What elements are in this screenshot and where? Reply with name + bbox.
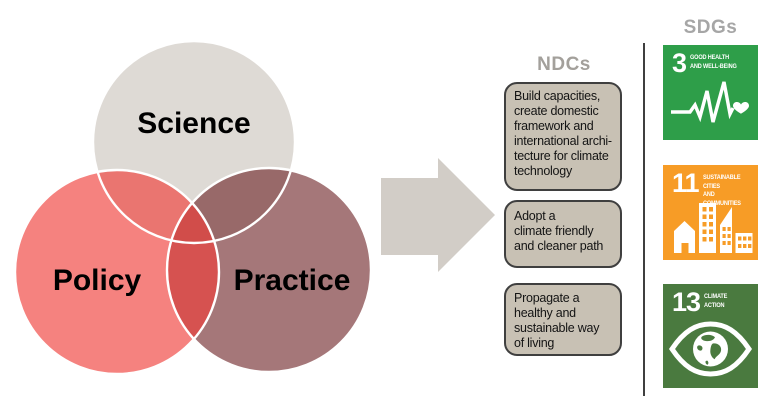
eye-globe-icon [668, 321, 753, 377]
venn-circle-science-outline [91, 39, 297, 245]
venn-label-policy: Policy [53, 264, 142, 297]
venn-diagram: Science Policy Practice [13, 39, 373, 376]
heartbeat-heart-icon [671, 81, 749, 123]
sdg-label: GOOD HEALTH AND WELL-BEING [690, 54, 737, 70]
sdg-number: 11 [672, 168, 700, 198]
ndcs-title: NDCs [537, 54, 591, 75]
venn-circle-practice [167, 168, 371, 372]
sdg-tile-3-good-health: 3 GOOD HEALTH AND WELL-BEING [663, 45, 758, 140]
venn-label-science: Science [137, 107, 250, 140]
sdg3-tile-background [663, 45, 758, 140]
ndc-box-propagate-sustainable: Propagate a healthy and sustainable way … [504, 283, 622, 356]
sdg-label: SUSTAINABLE CITIES AND COMMUNITIES [702, 174, 741, 207]
sdg-tile-11-sustainable-cities: 11 SUSTAINABLE CITIES AND COMMUNITIES [663, 165, 758, 260]
venn-circle-policy [15, 170, 219, 374]
sdg11-tile-background [663, 165, 758, 260]
sdg-number: 13 [672, 287, 701, 317]
sdg-number: 3 [672, 48, 687, 78]
ndc-box-adopt-climate-friendly: Adopt a climate friendly and cleaner pat… [504, 200, 622, 268]
venn-circle-policy-outline [13, 168, 221, 376]
ndc-box-build-capacities: Build capacities, create domestic framew… [504, 82, 622, 191]
sdg-label: CLIMATE ACTION [704, 293, 728, 309]
venn-circle-practice-outline [165, 166, 373, 374]
city-buildings-icon [674, 203, 753, 253]
sdg-tile-13-climate-action: 13 CLIMATE ACTION [663, 284, 758, 388]
sdgs-title: SDGs [683, 17, 738, 38]
venn-label-practice: Practice [234, 264, 351, 297]
right-arrow-icon [381, 158, 495, 272]
sdg-divider-line [643, 43, 645, 396]
sdg13-tile-background [663, 284, 758, 388]
